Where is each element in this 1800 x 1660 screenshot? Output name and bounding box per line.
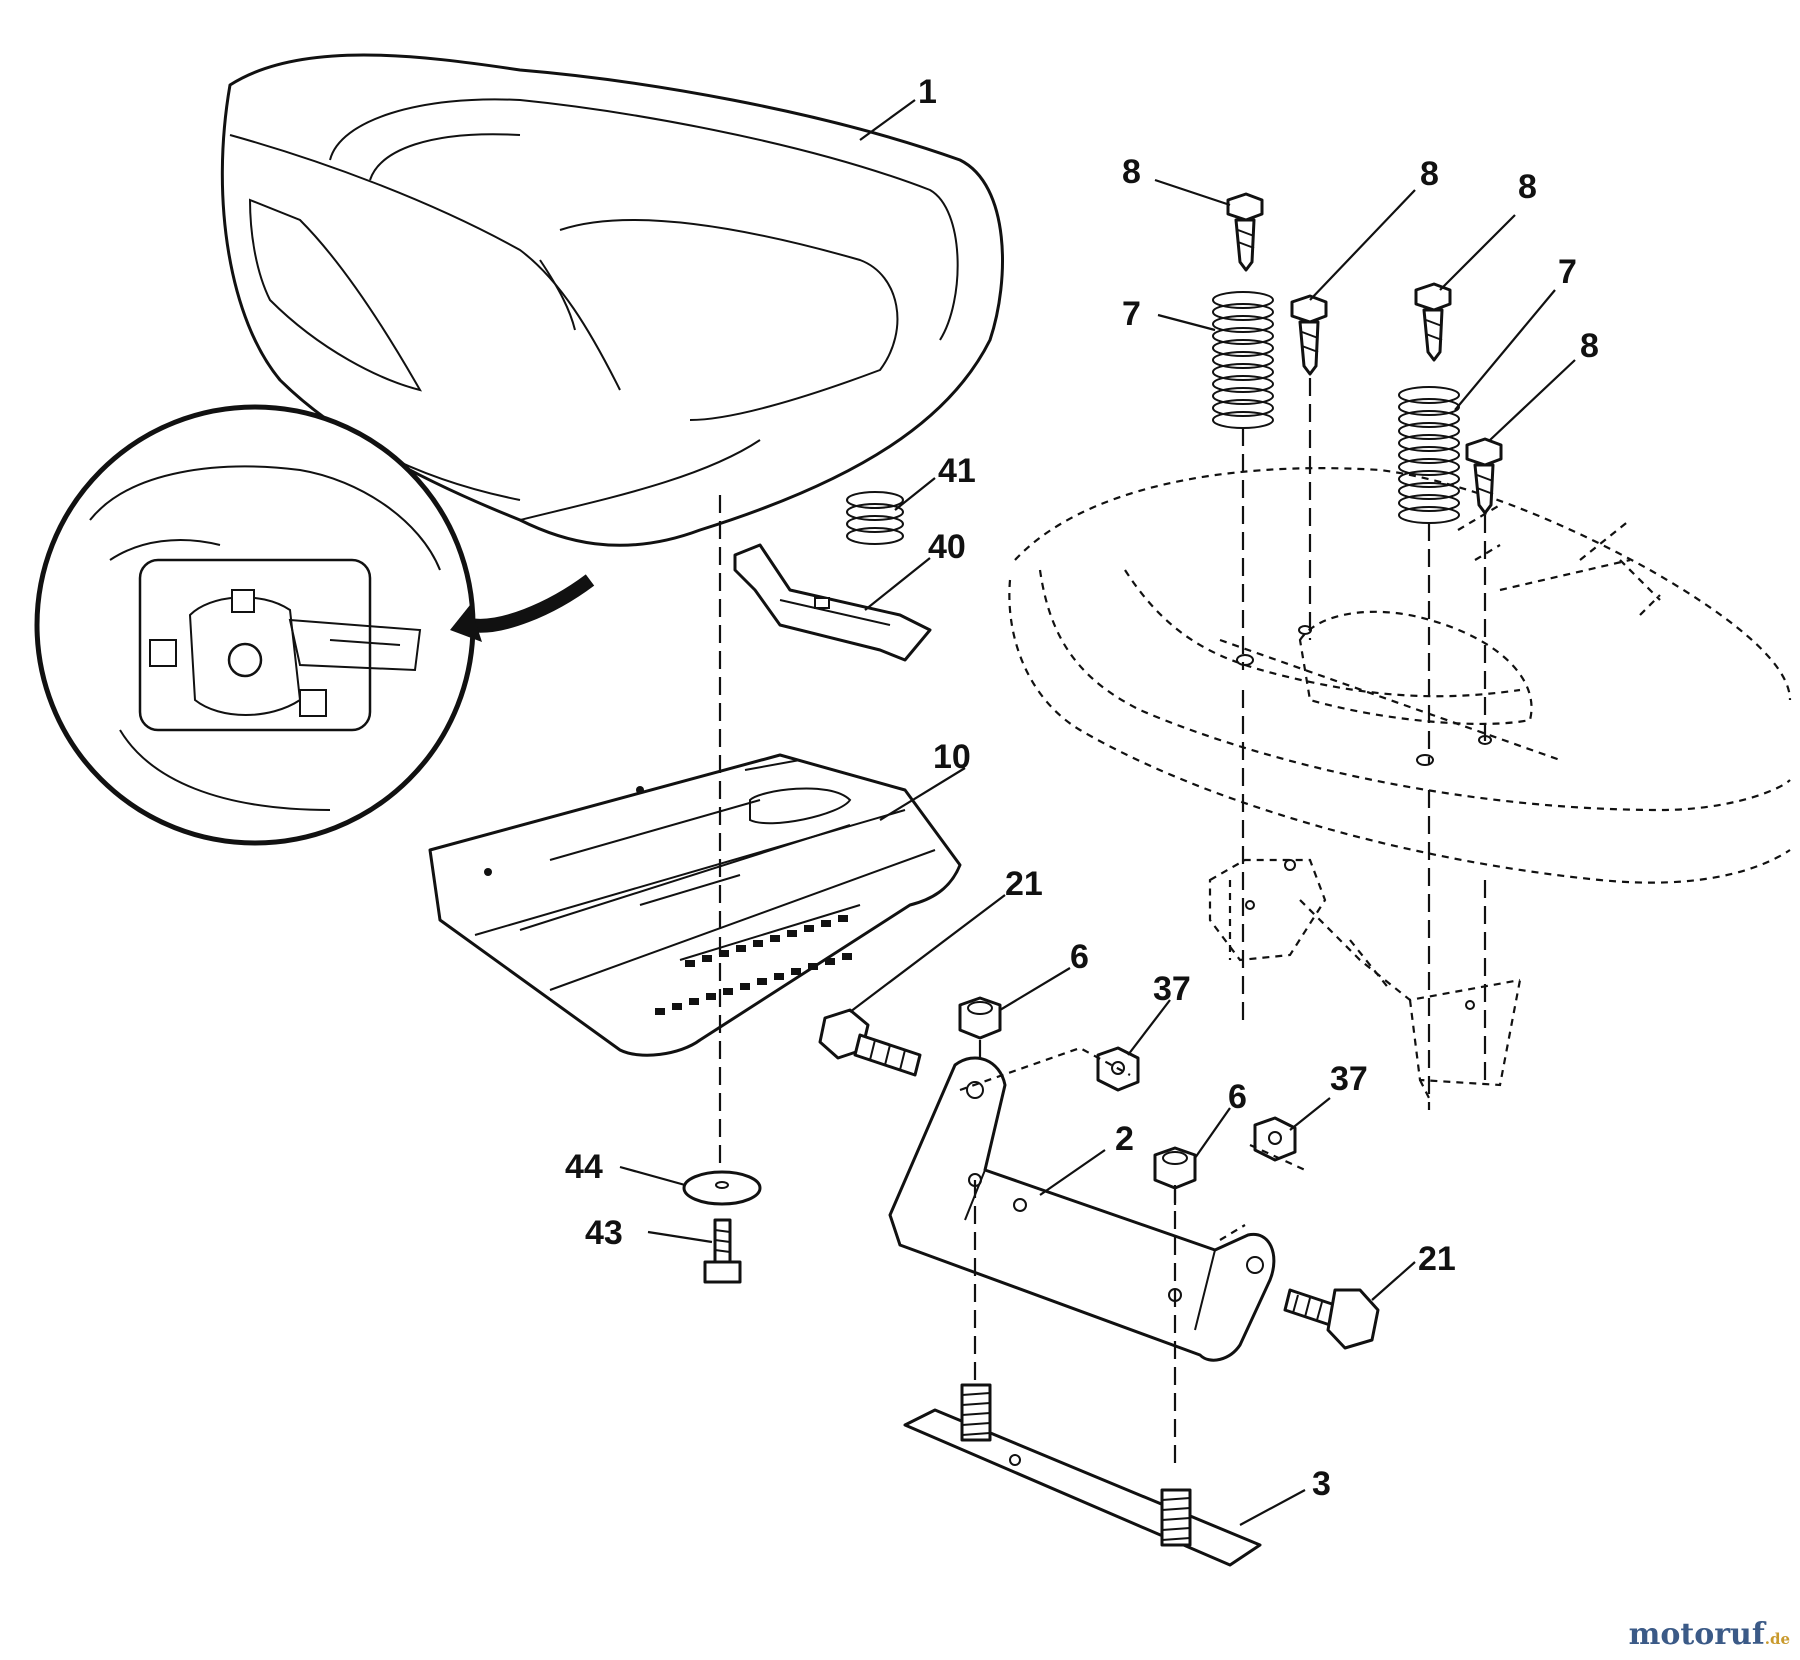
callout-40: 40 — [928, 528, 966, 566]
leader-lines — [619, 99, 1576, 1526]
bolt-part-21-lower — [1283, 1288, 1380, 1350]
washer-part-37-lower — [1253, 1116, 1297, 1162]
bolt-part-21-upper — [818, 1008, 922, 1077]
guide-line-lower — [1219, 1143, 1306, 1241]
callout-8-a: 8 — [1122, 153, 1141, 191]
callout-8-c: 8 — [1518, 168, 1537, 206]
callout-3: 3 — [1312, 1465, 1331, 1503]
spring-part-7-left — [1212, 291, 1274, 429]
callout-8-b: 8 — [1420, 155, 1439, 193]
callout-21-a: 21 — [1005, 865, 1043, 903]
bolt-part-8-c — [1414, 282, 1452, 362]
spring-part-7-right — [1398, 386, 1460, 524]
plate-part-3 — [903, 1408, 1262, 1567]
callout-1: 1 — [918, 73, 937, 111]
bracket-part-2 — [888, 1056, 1276, 1362]
washer-part-44 — [682, 1170, 762, 1206]
callout-41: 41 — [938, 452, 976, 490]
fender-phantom — [1008, 467, 1792, 884]
callout-labels: 1 8 8 8 8 7 7 41 40 10 21 6 37 6 37 2 21… — [565, 73, 1599, 1503]
bolt-part-8-d — [1465, 437, 1503, 515]
callout-2: 2 — [1115, 1120, 1134, 1158]
stud-part-3-right — [1160, 1488, 1192, 1547]
seat-pan-part-10 — [428, 753, 962, 1057]
watermark-brand: motoruf — [1628, 1617, 1765, 1652]
callout-44: 44 — [565, 1148, 603, 1186]
callout-10: 10 — [933, 738, 971, 776]
seat-part — [220, 53, 1004, 547]
guide-line-upper — [959, 1046, 1131, 1092]
bolt-part-8-b — [1290, 294, 1328, 376]
bolt-part-8-a — [1226, 192, 1264, 272]
callout-6-b: 6 — [1228, 1078, 1247, 1116]
callout-6-a: 6 — [1070, 938, 1089, 976]
detail-inset — [34, 404, 595, 846]
callout-43: 43 — [585, 1214, 623, 1252]
slide-bracket-part-40 — [733, 543, 932, 662]
spring-part-41 — [846, 491, 904, 545]
callout-7-b: 7 — [1558, 253, 1577, 291]
callout-21-b: 21 — [1418, 1240, 1456, 1278]
watermark-logo: motoruf.de — [1629, 1617, 1790, 1652]
callout-8-d: 8 — [1580, 327, 1599, 365]
bolt-part-43 — [703, 1218, 742, 1284]
callout-7-a: 7 — [1122, 295, 1141, 333]
stud-part-3-left — [960, 1383, 992, 1442]
watermark-tld: .de — [1764, 1630, 1790, 1648]
pan-slots — [655, 915, 852, 1015]
frame-bracket-phantom — [1208, 858, 1522, 1101]
nut-part-6-lower — [1153, 1146, 1197, 1190]
nut-part-6-upper — [958, 996, 1002, 1040]
callout-37-b: 37 — [1330, 1060, 1368, 1098]
guide-ticks-right — [1457, 504, 1501, 561]
callout-37-a: 37 — [1153, 970, 1191, 1008]
